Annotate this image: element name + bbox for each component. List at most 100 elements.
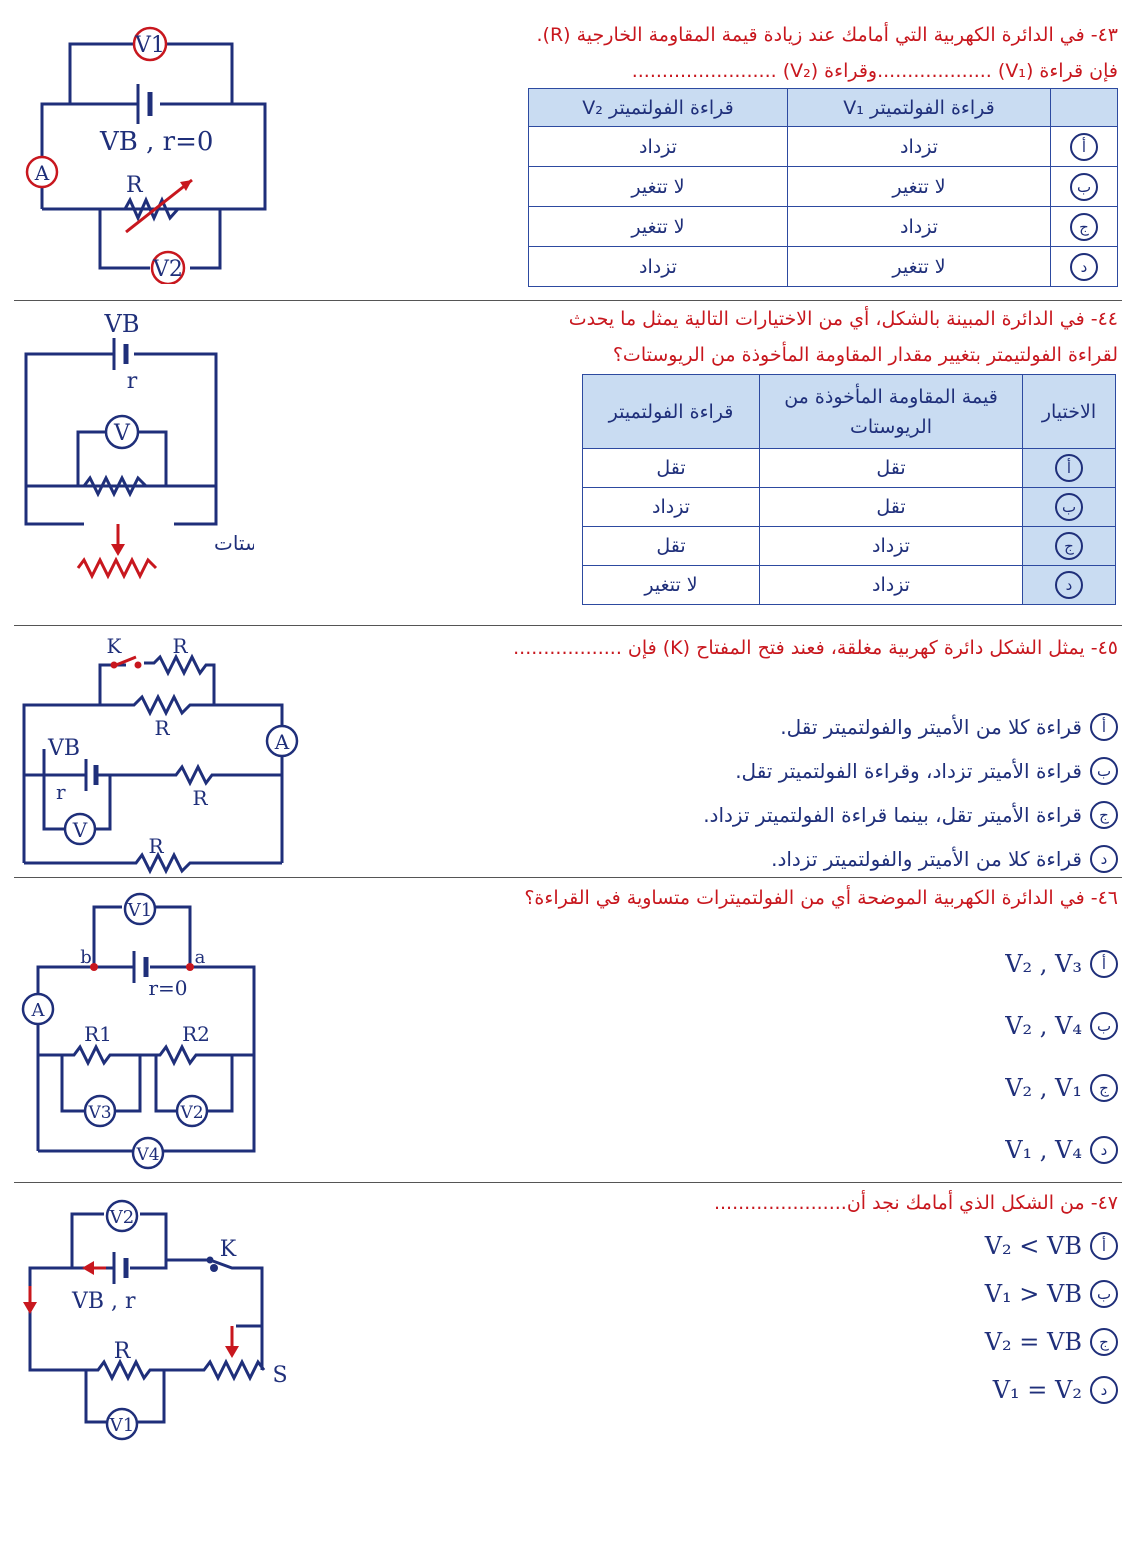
q43-header-0 (1050, 88, 1118, 127)
option-letter-a: أ (1070, 132, 1098, 161)
label-vb: VB , r=0 (99, 127, 213, 157)
q43-row-b[interactable]: ب لا تتغير لا تتغير (528, 166, 1118, 207)
choice-text: V₂ , V₁ (1005, 1074, 1082, 1102)
option-letter-b: ب (1090, 757, 1118, 785)
q44-row-b[interactable]: ب تقل تزداد (582, 487, 1116, 527)
q44-header-resistance: قيمة المقاومة المأخوذة من الريوستات (759, 374, 1023, 449)
table-cell: تزداد (759, 565, 1023, 605)
q45-choice-d[interactable]: د قراءة كلا من الأميتر والفولتميتر تزداد… (703, 837, 1118, 881)
label-ammeter: A (34, 161, 50, 185)
table-cell: تقل (759, 448, 1023, 488)
q43-row-a[interactable]: أ تزداد تزداد (528, 126, 1118, 167)
label-r-mid: R (154, 716, 170, 740)
choice-text: V₁ > VB (984, 1280, 1082, 1308)
label-v2: V2 (109, 1207, 134, 1228)
option-letter-b: ب (1090, 1012, 1118, 1040)
q44-circuit-diagram: VB r V ريوستات (24, 310, 254, 580)
label-key: K (107, 634, 123, 658)
table-cell: لا تتغير (528, 166, 788, 207)
q43-line1: ٤٣- في الدائرة الكهربية التي أمامك عند ز… (536, 24, 1118, 46)
label-r: R (126, 173, 144, 198)
label-vb: VB (47, 736, 80, 761)
label-r-top: R (172, 634, 188, 658)
q46-choice-b[interactable]: ب V₂ , V₄ (1005, 995, 1118, 1057)
label-internal-r: r (127, 369, 138, 394)
option-letter-a: أ (1090, 950, 1118, 978)
option-letter-c: ج (1055, 532, 1083, 560)
q46-choice-a[interactable]: أ V₂ , V₃ (1005, 933, 1118, 995)
label-rheostat: ريوستات (214, 531, 254, 555)
q44-options-table: الاختيار قيمة المقاومة المأخوذة من الريو… (582, 374, 1116, 605)
q46-line1: ٤٦- في الدائرة الكهربية الموضحة أي من ال… (524, 887, 1118, 909)
question-45: ٤٥- يمثل الشكل دائرة كهربية مغلقة، فعند … (0, 625, 1136, 877)
label-vb: VB , r (71, 1289, 136, 1314)
q47-choice-c[interactable]: ج V₂ = VB (985, 1318, 1118, 1366)
label-voltmeter: V (72, 818, 88, 842)
q45-choice-c[interactable]: ج قراءة الأميتر تقل، بينما قراءة الفولتم… (703, 793, 1118, 837)
table-cell: تزداد (528, 126, 788, 167)
choice-text: V₂ , V₃ (1005, 950, 1082, 978)
table-cell: تزداد (759, 526, 1023, 566)
label-r: R (114, 1339, 132, 1364)
label-v1: V1 (127, 900, 152, 921)
q45-choices: أ قراءة كلا من الأميتر والفولتميتر تقل. … (703, 705, 1118, 881)
q47-choice-d[interactable]: د V₁ = V₂ (985, 1366, 1118, 1414)
table-cell: تقل (759, 487, 1023, 527)
label-r-bottom: R (148, 834, 164, 858)
q43-row-d[interactable]: د لا تتغير تزداد (528, 246, 1118, 287)
q46-choice-c[interactable]: ج V₂ , V₁ (1005, 1057, 1118, 1119)
table-cell: تزداد (528, 246, 788, 287)
choice-text: قراءة كلا من الأميتر والفولتميتر تقل. (780, 715, 1082, 739)
q45-choice-b[interactable]: ب قراءة الأميتر تزداد، وقراءة الفولتميتر… (703, 749, 1118, 793)
q47-choices: أ V₂ < VB ب V₁ > VB ج V₂ = VB د V₁ = V₂ (985, 1222, 1118, 1414)
separator (14, 877, 1122, 878)
q43-row-c[interactable]: ج تزداد لا تتغير (528, 206, 1118, 247)
q45-line1: ٤٥- يمثل الشكل دائرة كهربية مغلقة، فعند … (513, 637, 1118, 659)
table-cell: لا تتغير (787, 166, 1051, 207)
q44-header-voltmeter: قراءة الفولتميتر (582, 374, 760, 449)
q45-choice-a[interactable]: أ قراءة كلا من الأميتر والفولتميتر تقل. (703, 705, 1118, 749)
q44-row-c[interactable]: ج تزداد تقل (582, 526, 1116, 566)
q44-row-a[interactable]: أ تقل تقل (582, 448, 1116, 488)
table-cell: تزداد (787, 126, 1051, 167)
separator (14, 625, 1122, 626)
label-v1: V1 (109, 1415, 134, 1436)
q46-choice-d[interactable]: د V₁ , V₄ (1005, 1119, 1118, 1181)
option-letter-b: ب (1070, 172, 1098, 201)
option-letter-a: أ (1090, 1232, 1118, 1260)
table-cell: تزداد (787, 206, 1051, 247)
option-letter-c: ج (1090, 1328, 1118, 1356)
label-v1: V1 (134, 33, 165, 58)
label-ammeter: A (274, 730, 290, 754)
label-v3: V3 (87, 1103, 111, 1123)
label-s: S (272, 1363, 287, 1388)
option-letter-d: د (1055, 571, 1083, 599)
choice-text: قراءة الأميتر تقل، بينما قراءة الفولتميت… (703, 803, 1082, 827)
choice-text: قراءة الأميتر تزداد، وقراءة الفولتميتر ت… (735, 759, 1082, 783)
choice-text: V₁ = V₂ (992, 1376, 1082, 1404)
question-44: ٤٤- في الدائرة المبينة بالشكل، أي من الا… (0, 300, 1136, 625)
label-v4: V4 (135, 1145, 159, 1165)
label-vb: VB (104, 310, 140, 338)
option-letter-c: ج (1090, 801, 1118, 829)
q43-header-v1: قراءة الفولتميتر V₁ (787, 88, 1051, 127)
option-letter-a: أ (1055, 454, 1083, 482)
table-cell: لا تتغير (787, 246, 1051, 287)
option-letter-a: أ (1090, 713, 1118, 741)
q44-header-choice: الاختيار (1022, 374, 1116, 449)
q47-line1: ٤٧- من الشكل الذي أمامك نجد أن..........… (713, 1192, 1118, 1214)
label-point-b: b (80, 947, 92, 968)
choice-text: V₂ < VB (984, 1232, 1082, 1260)
label-ammeter: A (31, 1000, 46, 1021)
label-v2: V2 (152, 257, 183, 282)
q47-circuit-diagram: V2 K VB , r R S V1 (23, 1199, 288, 1441)
label-voltmeter: V (113, 421, 131, 446)
q44-row-d[interactable]: د تزداد لا تتغير (582, 565, 1116, 605)
q45-circuit-diagram: K R R R R A VB r V (22, 634, 299, 875)
label-r0: r=0 (148, 976, 187, 1000)
q47-choice-b[interactable]: ب V₁ > VB (985, 1270, 1118, 1318)
q47-choice-a[interactable]: أ V₂ < VB (985, 1222, 1118, 1270)
table-cell: تزداد (582, 487, 760, 527)
label-r-lower: R (192, 786, 208, 810)
table-cell: لا تتغير (528, 206, 788, 247)
